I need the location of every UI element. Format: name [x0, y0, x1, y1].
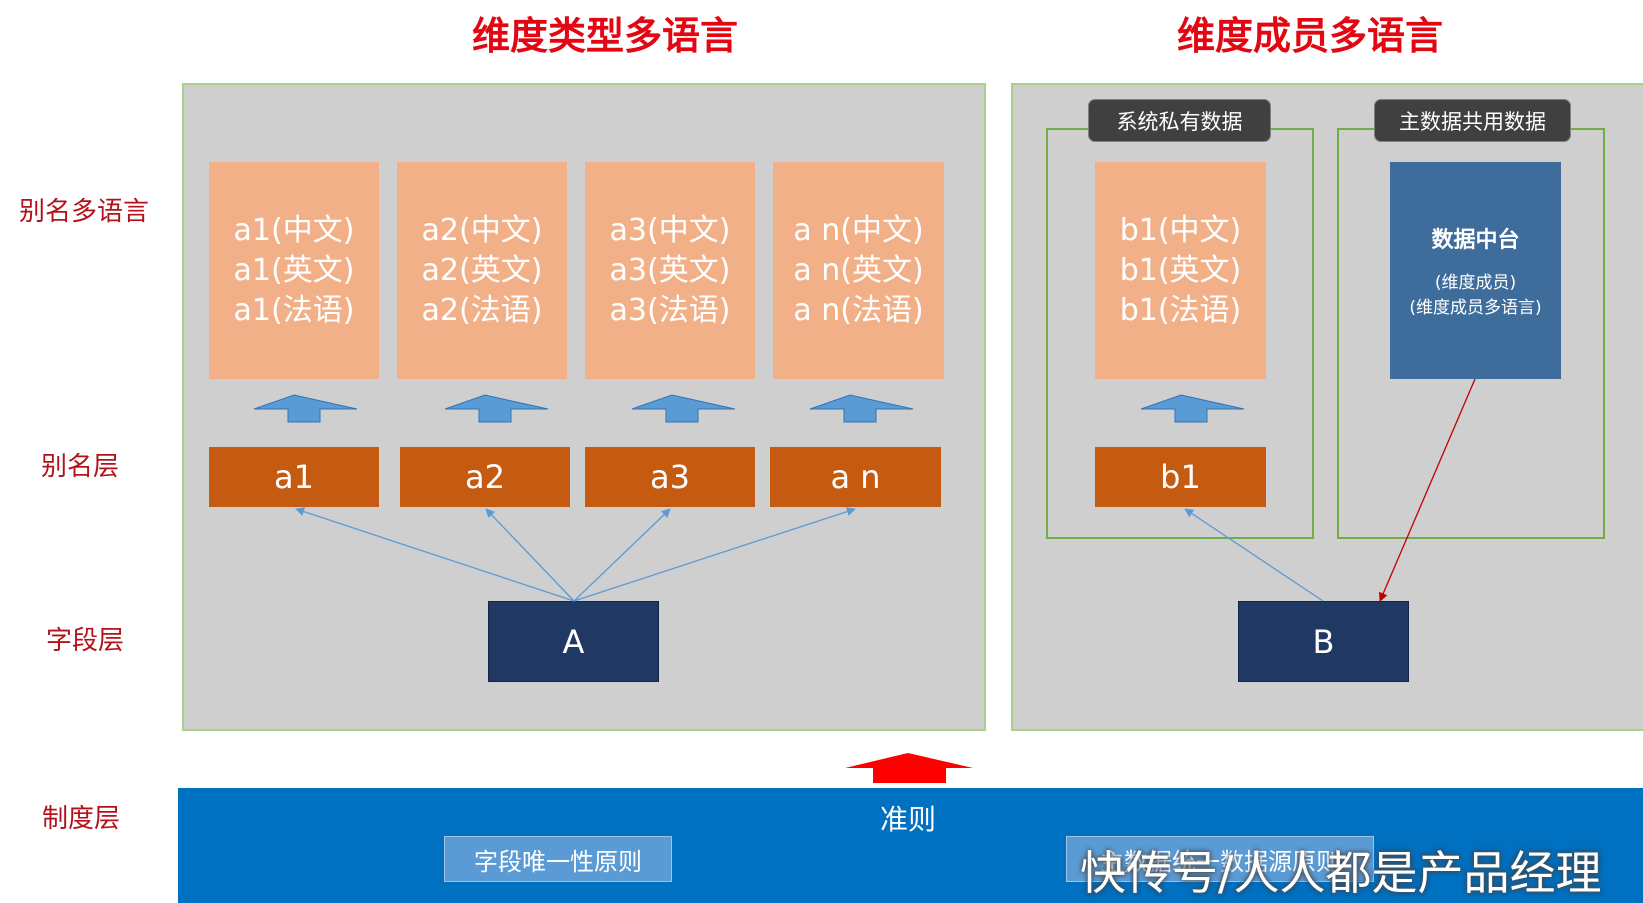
- up-arrow-a1: [253, 394, 358, 423]
- card-line: a n(中文): [793, 212, 924, 248]
- connector-a-to-a3: [573, 508, 671, 602]
- title-dimension-type-multilang: 维度类型多语言: [471, 14, 738, 58]
- data-middle-platform-box: 数据中台 (维度成员) (维度成员多语言): [1390, 162, 1561, 379]
- alias-box-b1: b1: [1095, 447, 1266, 507]
- card-line: a3(英文): [609, 252, 731, 288]
- row-label-system-layer: 制度层: [42, 804, 121, 834]
- alias-box-an: a n: [770, 447, 941, 507]
- watermark: 快传号/人人都是产品经理: [1080, 846, 1602, 900]
- multilang-card-a2: a2(中文) a2(英文) a2(法语): [397, 162, 567, 379]
- connector-a-to-an: [573, 507, 856, 602]
- card-line: a2(英文): [421, 252, 543, 288]
- title-dimension-member-multilang: 维度成员多语言: [1176, 14, 1443, 58]
- multilang-card-a3: a3(中文) a3(英文) a3(法语): [585, 162, 755, 379]
- card-line: a1(中文): [233, 212, 355, 248]
- field-box-b: B: [1238, 601, 1409, 682]
- card-line: a2(法语): [421, 292, 543, 328]
- up-arrow-a2: [444, 394, 549, 423]
- alias-box-a2: a2: [400, 447, 570, 507]
- field-box-a: A: [488, 601, 659, 682]
- row-label-alias-multilang: 别名多语言: [19, 197, 150, 227]
- shared-data-tag: 主数据共用数据: [1374, 99, 1571, 142]
- card-line: b1(中文): [1119, 212, 1242, 248]
- data-middle-platform-line: (维度成员): [1434, 273, 1517, 293]
- card-line: a1(英文): [233, 252, 355, 288]
- card-line: b1(英文): [1119, 252, 1242, 288]
- red-up-arrow: [845, 753, 973, 783]
- card-line: a1(法语): [233, 292, 355, 328]
- multilang-card-an: a n(中文) a n(英文) a n(法语): [773, 162, 944, 379]
- alias-box-a1: a1: [209, 447, 379, 507]
- up-arrow-an: [809, 394, 914, 423]
- multilang-card-a1: a1(中文) a1(英文) a1(法语): [209, 162, 379, 379]
- up-arrow-a3: [631, 394, 736, 423]
- up-arrow-b1: [1140, 394, 1245, 423]
- card-line: a3(中文): [609, 212, 731, 248]
- alias-box-a3: a3: [585, 447, 755, 507]
- data-middle-platform-line: (维度成员多语言): [1409, 298, 1542, 318]
- multilang-card-b1: b1(中文) b1(英文) b1(法语): [1095, 162, 1266, 379]
- data-middle-platform-title: 数据中台: [1431, 228, 1520, 253]
- connector-a-to-a1: [295, 507, 575, 602]
- private-data-tag: 系统私有数据: [1088, 99, 1271, 142]
- card-line: b1(法语): [1119, 292, 1242, 328]
- row-label-field-layer: 字段层: [46, 626, 125, 656]
- rule-unified-master-data-source: 主数据统一数据源原则: [1066, 836, 1374, 882]
- connector-a-to-a2: [485, 508, 575, 602]
- connector-b-to-b1: [1184, 508, 1324, 602]
- rule-field-uniqueness: 字段唯一性原则: [444, 836, 672, 882]
- card-line: a2(中文): [421, 212, 543, 248]
- row-label-alias-layer: 别名层: [41, 452, 120, 482]
- rules-band: [178, 788, 1643, 903]
- card-line: a n(英文): [793, 252, 924, 288]
- card-line: a3(法语): [609, 292, 731, 328]
- connector-mdm-to-b: [1379, 378, 1476, 602]
- card-line: a n(法语): [793, 292, 924, 328]
- rules-band-title: 准则: [880, 803, 937, 836]
